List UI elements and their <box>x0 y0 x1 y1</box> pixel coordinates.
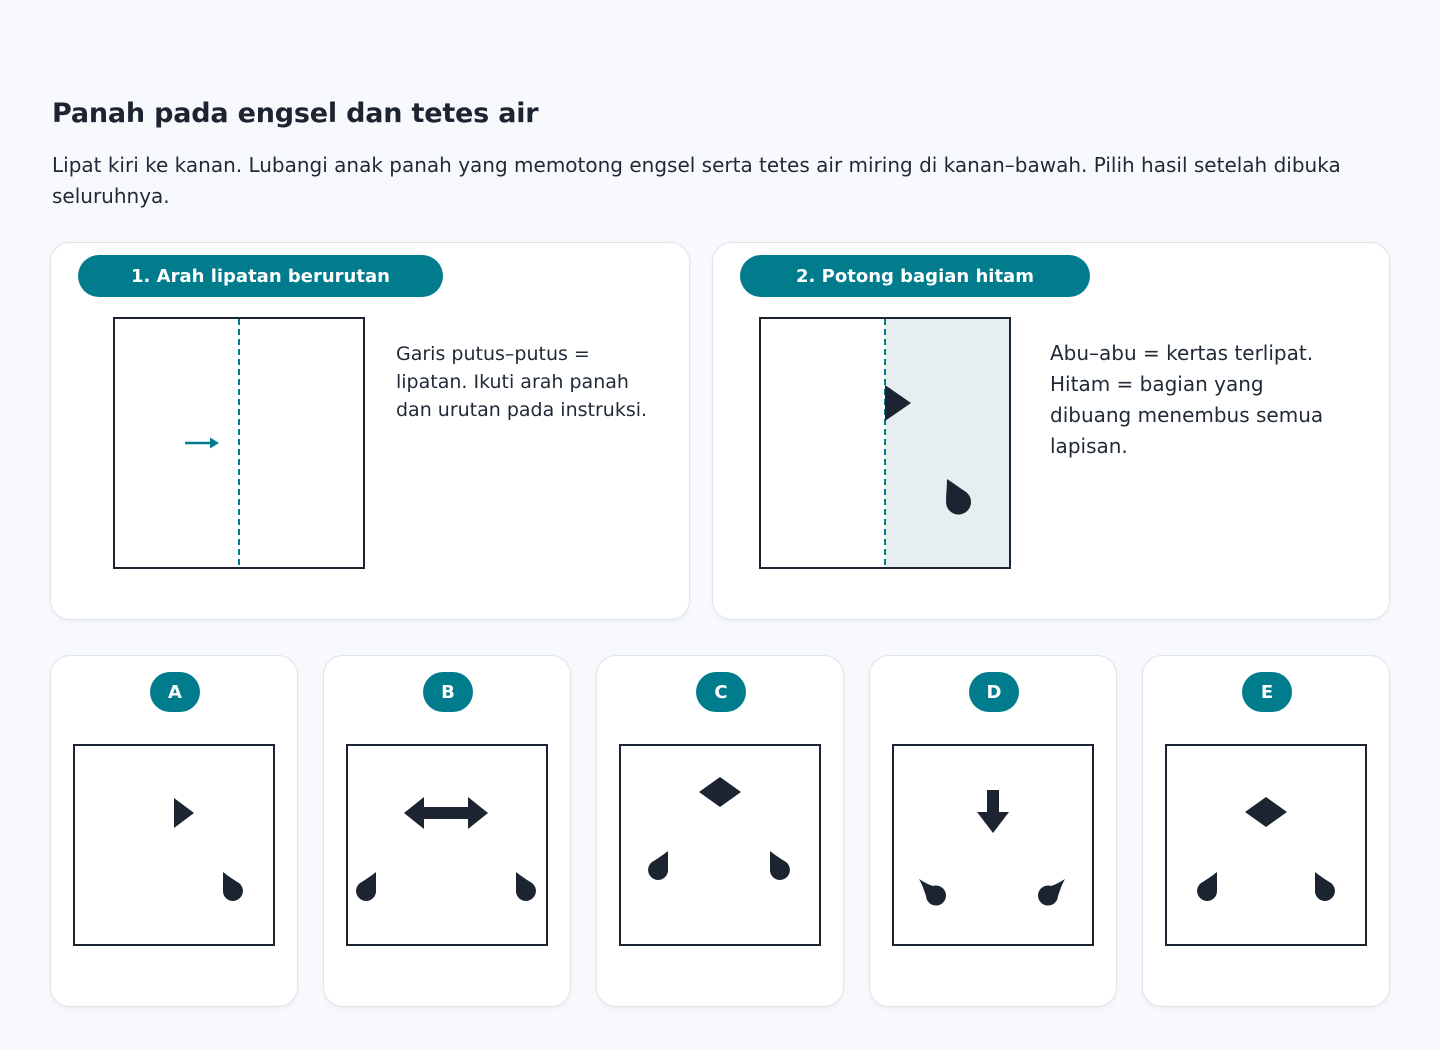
option-d-card[interactable]: D <box>869 655 1117 1007</box>
option-e-badge: E <box>1242 672 1292 712</box>
fold-diagram <box>113 317 365 569</box>
option-e-card[interactable]: E <box>1142 655 1390 1007</box>
droplet-hole-right <box>1038 879 1065 906</box>
diamond-hole <box>699 777 741 807</box>
step-2-label: 2. Potong bagian hitam <box>740 255 1090 297</box>
droplet-hole-left <box>919 879 946 906</box>
option-e-figure <box>1165 744 1367 946</box>
step-2-panel: 2. Potong bagian hitam Abu–abu = kertas … <box>712 242 1390 620</box>
instruction-text: Lipat kiri ke kanan. Lubangi anak panah … <box>52 153 1341 208</box>
droplet-hole-left <box>648 851 668 880</box>
droplet-cut-shape <box>946 479 971 515</box>
folded-region <box>885 318 1010 568</box>
option-a-card[interactable]: A <box>50 655 298 1007</box>
droplet-hole-left <box>1197 872 1217 901</box>
cut-diagram <box>759 317 1011 569</box>
option-b-card[interactable]: B <box>323 655 571 1007</box>
droplet-hole-right <box>1315 872 1335 901</box>
option-a-badge: A <box>150 672 200 712</box>
option-c-card[interactable]: C <box>596 655 844 1007</box>
arrow-cut-shape <box>885 385 911 421</box>
double-arrow-hole <box>404 797 488 829</box>
option-d-badge: D <box>969 672 1019 712</box>
fold-direction-arrow-icon <box>185 437 219 449</box>
option-c-figure <box>619 744 821 946</box>
option-b-figure <box>346 744 548 946</box>
step-2-note: Abu–abu = kertas terlipat. Hitam = bagia… <box>1050 341 1324 458</box>
droplet-hole-right <box>770 851 790 880</box>
paper-square <box>759 317 1011 569</box>
down-arrow-hole <box>977 790 1009 833</box>
arrow-hole <box>174 798 194 828</box>
option-b-badge: B <box>423 672 473 712</box>
step-1-label: 1. Arah lipatan berurutan <box>78 255 443 297</box>
option-d-figure <box>892 744 1094 946</box>
option-a-figure <box>73 744 275 946</box>
diamond-hole <box>1245 797 1287 827</box>
step-1-panel: 1. Arah lipatan berurutan Garis putus–pu… <box>50 242 690 620</box>
droplet-hole <box>223 872 243 901</box>
option-c-badge: C <box>696 672 746 712</box>
page-title: Panah pada engsel dan tetes air <box>52 98 539 129</box>
step-1-note: Garis putus–putus = lipatan. Ikuti arah … <box>396 343 648 421</box>
droplet-hole-right <box>516 872 536 901</box>
droplet-hole-left <box>356 872 376 901</box>
